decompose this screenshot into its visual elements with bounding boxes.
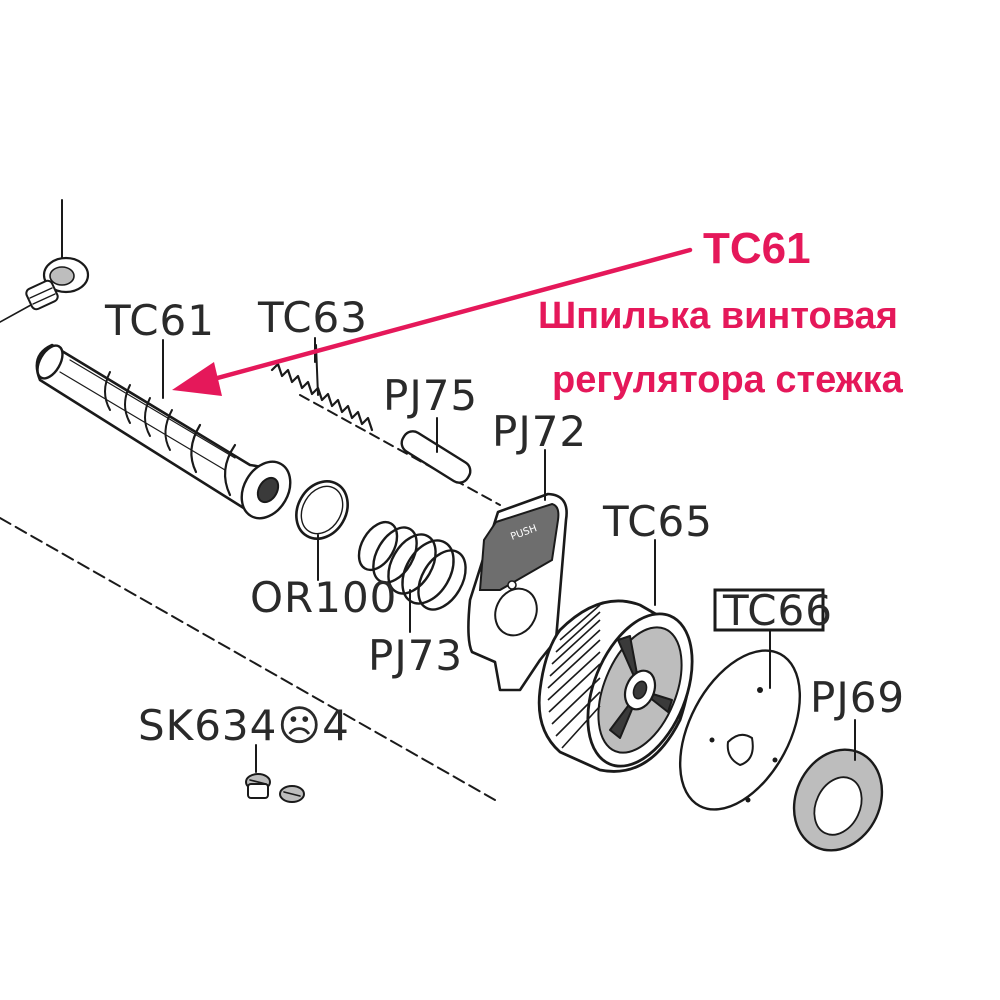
callout-line-1: Шпилька винтовая	[538, 295, 898, 337]
tc66-label-box	[713, 588, 825, 632]
tc61-shaft	[35, 343, 292, 520]
tc66-snap-ring	[678, 627, 802, 811]
callout-title: TC61	[703, 224, 811, 273]
top-screw	[25, 199, 90, 311]
label-tc65: TC65	[602, 497, 713, 546]
sk634-screws	[245, 744, 305, 803]
label-tc61: TC61	[104, 296, 215, 345]
callout-arrow	[172, 247, 693, 396]
label-pj75: PJ75	[383, 371, 478, 420]
pj69-washer	[792, 719, 884, 852]
callout-line-2: регулятора стежка	[552, 359, 904, 401]
or100-o-ring	[295, 480, 349, 581]
pj75-pin	[400, 417, 472, 484]
pj72-push-plate: PUSH	[467, 449, 568, 692]
tc65-knurled-dial	[537, 539, 694, 773]
label-pj72: PJ72	[492, 407, 587, 456]
label-tc63: TC63	[257, 293, 368, 342]
label-pj73: PJ73	[368, 631, 463, 680]
pj73-coil-spring	[357, 520, 467, 633]
label-tc66: TC66	[722, 586, 833, 635]
label-sk634: SK634☹4	[138, 701, 350, 750]
label-pj69: PJ69	[810, 673, 905, 722]
label-or100: OR100	[250, 573, 397, 622]
